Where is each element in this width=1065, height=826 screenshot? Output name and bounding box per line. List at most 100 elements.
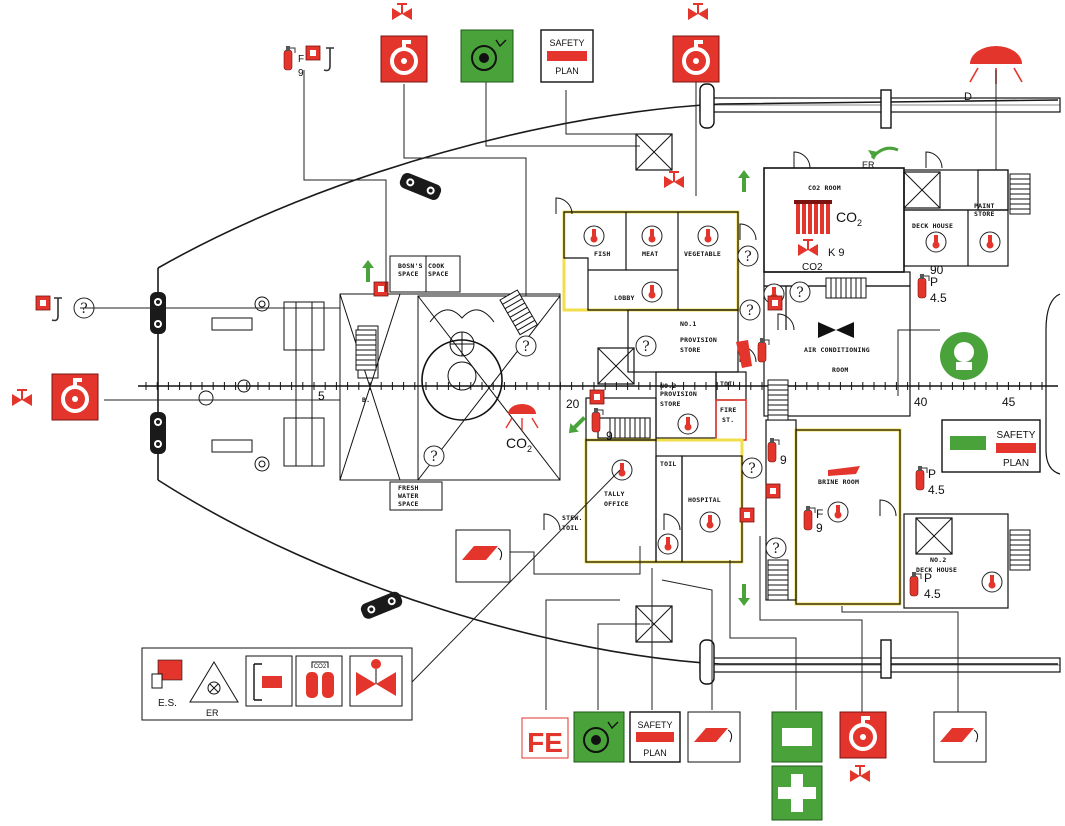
frame-number: 5 [318,389,325,403]
safety-text: SAFETY [997,430,1036,441]
door [925,151,943,169]
legend-label: CO2 [314,664,327,670]
smoke-detector-icon [635,335,657,357]
hydrant-valve-icon [11,389,33,407]
heat-detector-icon [699,511,721,533]
brine-valve [828,466,860,476]
extinguisher-size: 9 [606,429,613,443]
extinguisher-type: P [924,571,932,585]
co2-valve-icon [797,239,819,257]
room-label: DECK HOUSE [916,566,957,574]
smoke-detector-icon [789,281,811,303]
hydrant-valve-icon [663,171,685,189]
room-label: CO2 ROOM [808,184,841,192]
room-label: OFFICE [604,500,629,508]
room-label: STORE [660,400,681,408]
room-label: BRINE ROOM [818,478,859,486]
extinguisher-size: 4.5 [928,483,945,497]
room-label: SPACE [398,270,419,278]
safety-plan-sign: SAFETY PLAN [629,711,681,763]
bow-machinery [198,255,561,511]
bollard-icon [359,590,404,621]
frame-number: 20 [566,397,580,411]
er-label: ER [862,160,875,170]
room-label: DECK HOUSE [912,222,953,230]
heat-detector-icon [611,459,633,481]
hatch-cross [903,171,941,209]
co2-bottle-icon: CO2 [295,655,343,707]
fire-pump-sign [573,711,625,763]
hatch-sign [455,529,511,583]
heat-detector-icon [981,571,1003,593]
fire-equipment-label: FE [521,717,569,759]
room-label: B. [362,396,370,404]
room-label: ST. [722,416,734,424]
plan-text: PLAN [555,66,579,76]
room-label: NO.1 [680,320,696,328]
co2-text: CO2 [836,209,862,228]
deck-edge [1045,293,1061,475]
bollard-icon [398,171,443,202]
bollard-icon [150,412,166,454]
frame-number: 40 [914,395,928,409]
heat-detector-icon [641,281,663,303]
room-label: PAINT [974,202,995,210]
escape-route-arrow-icon [738,170,750,192]
alarm-button-sign [35,295,62,322]
stair-hatch [1009,529,1031,571]
room-label: ROOM [832,366,848,374]
extinguisher-icon [767,437,780,463]
plan-text: PLAN [1003,458,1029,469]
alarm-bell-icon [969,46,1023,84]
frame-number: 90 [930,263,944,277]
emergency-switch-icon: E.S. [151,659,183,709]
hatch-sign [933,711,987,763]
heat-detector-icon [925,231,947,253]
extinguisher-size: 9 [816,521,823,535]
co2-label: CO2 [802,262,823,273]
fe-text: FE [527,727,563,758]
escape-route-arrow-icon [564,413,589,438]
extinguisher-type: P [930,275,938,289]
door [663,513,681,531]
fire-alarm-button-icon [589,389,605,405]
extinguisher-f9-sign: F 9 [283,45,334,79]
heat-detector-icon [697,225,719,247]
room-label: COOK [428,262,444,270]
room-label: STEW. [562,514,583,522]
co2-nozzle-icon [505,404,539,430]
smoke-detector-icon [423,445,445,467]
room-label: NO.2 [930,556,946,564]
frame-centreline [138,382,1058,390]
door [879,499,897,517]
hatch-sign [687,711,741,763]
ext-label: F [298,54,304,65]
door [543,513,561,531]
fire-hose-reel-icon [50,372,100,422]
extinguisher-type: P [928,467,936,481]
smoke-detector-icon [737,245,759,267]
heat-detector-icon [657,533,679,555]
room-label: VEGETABLE [684,250,721,258]
smoke-detector-icon [739,299,761,321]
first-aid-sign [771,765,823,821]
escape-route-arrow-icon [362,260,374,282]
extinguisher-icon [909,571,922,597]
stair-hatch [767,379,789,421]
heat-detector-icon [641,225,663,247]
fire-main-pipe [736,340,752,368]
hydrant-valve-icon [687,3,709,21]
room-label: STORE [680,346,701,354]
extinguisher-icon [917,273,930,299]
fire-alarm-button-icon [739,507,755,523]
room-label: AIR CONDITIONING [804,346,870,354]
smoke-detector-icon [765,537,787,559]
room-label: LOBBY [614,294,635,302]
room-label: WATER [398,492,419,500]
stair-hatch [355,329,377,371]
room-label: FIRE [720,406,736,414]
stair-hatch [499,289,538,336]
hatch-cross [635,133,673,171]
extinguisher-icon [757,337,770,363]
